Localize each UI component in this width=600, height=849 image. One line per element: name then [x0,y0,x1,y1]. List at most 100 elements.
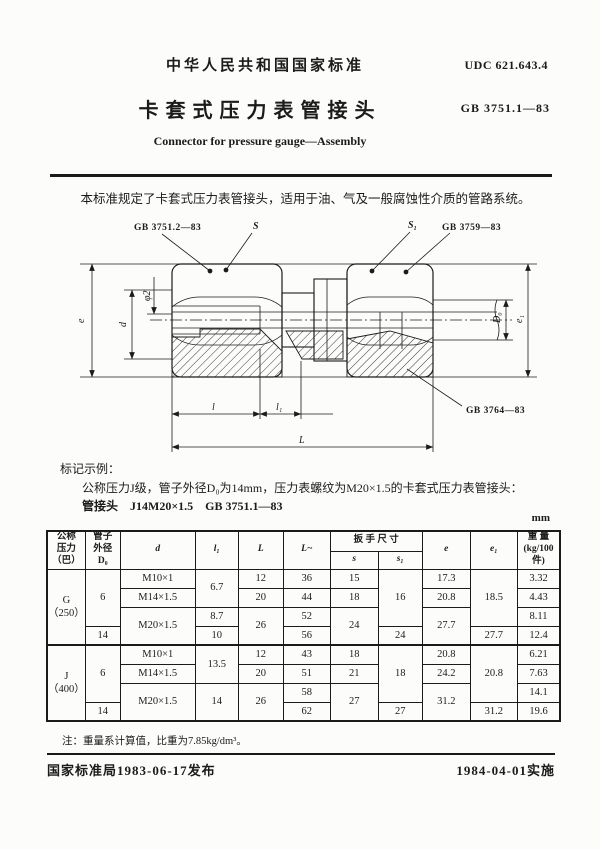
standard-number: GB 3751.1—83 [460,101,550,115]
table-cell: 18 [329,644,379,665]
table-row: G （250） 6 M10×1 6.7 12 36 15 16 17.3 18.… [46,568,561,646]
footer-divider-rule [47,753,555,755]
table-cell: 13.5 [194,644,239,684]
table-cell: 21 [329,663,379,684]
table-cell: 8.7 [194,606,239,627]
dim-label-L: L [298,435,305,446]
table-cell: M10×1 [119,644,196,665]
dim-label-phi2: φ2 [142,290,153,301]
table-cell: 20.8 [421,587,471,608]
dim-label-D0: D₀ [492,312,503,324]
table-row: M14×1.5 20 51 21 24.2 7.63 [47,663,561,684]
table-cell: 18.5 [469,568,518,627]
table-cell: 6 [84,644,121,703]
col-header-L: L [237,530,284,570]
callout-S1: S₁ [408,220,417,231]
table-cell: 14 [194,682,239,722]
technical-drawing: e d φ2 D₀ e₁ [76,220,537,452]
table-cell: 6.21 [516,644,561,665]
table-cell: 16 [377,568,423,627]
table-cell: 44 [282,587,331,608]
dimension-table: 公称 压力 （巴） 管子 外径 D₀ d l₁ L L~ 扳 手 尺 寸 e e… [46,530,562,722]
table-cell: 19.6 [516,701,561,722]
table-cell: 51 [282,663,331,684]
table-cell: M10×1 [119,568,196,589]
cell-pressure-G: G （250） [46,568,86,646]
table-cell: 12 [237,644,284,665]
table-cell: 27 [377,701,423,722]
dim-label-l: l [212,402,215,413]
table-cell: 27.7 [469,625,518,646]
table-cell: 6.7 [194,568,239,608]
table-cell: 62 [282,701,331,722]
table-cell: 4.43 [516,587,561,608]
col-header-e1: e₁ [469,530,518,570]
callout-gb3751-2: GB 3751.2—83 [134,223,201,233]
table-cell: 10 [194,625,239,646]
col-header-weight: 重 量 (kg/100件) [516,530,561,570]
dim-label-d: d [118,321,129,327]
dim-label-l1: l₁ [276,402,282,413]
callout-S: S [253,221,259,232]
table-cell: 27.7 [421,606,471,646]
table-cell: 14 [84,701,121,722]
col-header-s: s [329,550,379,570]
col-header-s1: s₁ [377,550,423,570]
table-cell: 15 [329,568,379,589]
table-cell: 7.63 [516,663,561,684]
col-header-wrench: 扳 手 尺 寸 [329,530,423,552]
table-cell: 27 [329,682,379,722]
title-english: Connector for pressure gauge—Assembly [153,134,367,148]
dim-label-e: e [76,318,87,323]
scope-statement: 本标准规定了卡套式压力表管接头，适用于油、气及一般腐蚀性介质的管路系统。 [80,192,531,206]
table-cell: 12 [237,568,284,589]
table-cell: 31.2 [469,701,518,722]
col-header-outer-dia: 管子 外径 D₀ [84,530,121,570]
table-footnote: 注：重量系计算值，比重为7.85kg/dm³。 [62,736,247,747]
table-cell: 26 [237,682,284,722]
col-header-l1: l₁ [194,530,239,570]
table-cell: 18 [329,587,379,608]
table-cell: 43 [282,644,331,665]
table-cell: 24 [377,625,423,646]
table-cell: 3.32 [516,568,561,589]
table-cell: 26 [237,606,284,646]
callout-gb3764: GB 3764—83 [466,406,525,416]
marking-example: 标记示例： 公称压力J级，管子外径D₀为14mm，压力表螺纹为M20×1.5的卡… [60,460,540,516]
table-cell: 14.1 [516,682,561,703]
table-cell: 56 [282,625,331,646]
table-row: 14 62 27 31.2 19.6 [47,701,561,722]
table-cell: 12.4 [516,625,561,646]
table-cell: M14×1.5 [119,587,196,608]
issued-by-date: 国家标准局1983-06-17发布 [47,763,216,778]
effective-date: 1984-04-01实施 [456,763,555,778]
col-header-pressure: 公称 压力 （巴） [46,530,86,570]
table-cell: 24.2 [421,663,471,684]
table-cell: 31.2 [421,682,471,722]
table-row: 14 10 56 24 27.7 12.4 [47,625,561,646]
header-divider-rule [50,174,552,177]
standard-org-title: 中华人民共和国国家标准 [165,58,364,74]
col-header-L-approx: L~ [282,530,331,570]
unit-label: mm [531,512,550,524]
table-row: J （400） 6 M10×1 13.5 12 43 18 18 20.8 20… [46,644,561,722]
table-cell: 8.11 [516,606,561,627]
page-title: 卡套式压力表管接头 [138,100,382,122]
marking-heading: 标记示例： [60,462,121,476]
table-cell: M20×1.5 [119,606,196,646]
table-cell: 36 [282,568,331,589]
table-cell: 20 [237,663,284,684]
dim-label-e1: e₁ [514,315,525,323]
table-cell: 20.8 [469,644,518,703]
table-cell: 14 [84,625,121,646]
table-cell: 6 [84,568,121,627]
table-cell: 52 [282,606,331,627]
table-cell: 58 [282,682,331,703]
cell-pressure-J: J （400） [46,644,86,722]
table-cell: 17.3 [421,568,471,589]
table-cell: 24 [329,606,379,646]
table-cell: 18 [377,644,423,703]
table-cell: 20 [237,587,284,608]
table-cell: M20×1.5 [119,682,196,722]
